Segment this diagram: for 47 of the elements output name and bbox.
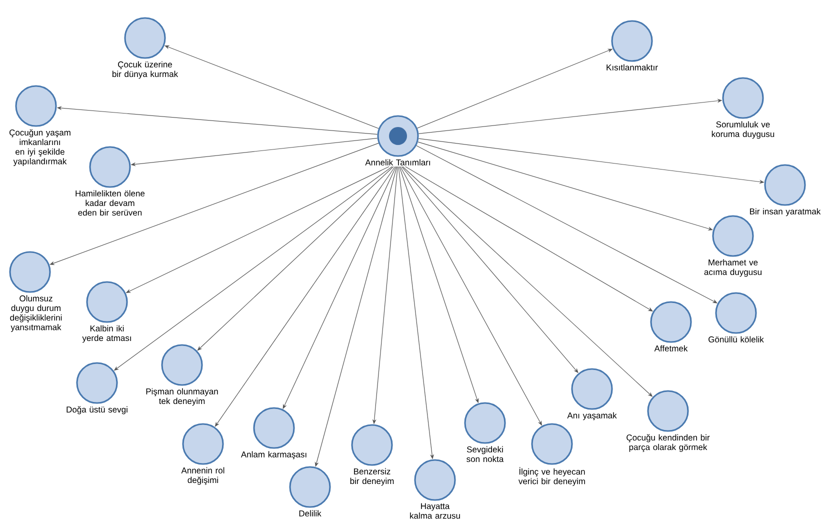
node-label: Delilik (299, 510, 322, 516)
circle-node: Kalbin iki yerde atması (82, 281, 131, 343)
node-label: Gönüllü kölelik (708, 336, 764, 342)
circle-node: Merhamet ve acıma duygusu (704, 215, 762, 277)
node-label: Sorumluluk ve koruma duygusu (712, 121, 774, 139)
circle-node: Çocuk üzerine bir dünya kurmak (112, 17, 178, 79)
arrow (50, 142, 379, 265)
node-label: Annenin rol değişimi (181, 467, 224, 485)
central-node: Annelik Tanımları (365, 115, 430, 166)
circle-node: Hayatta kalma arzusu (410, 459, 460, 519)
circle-node: Anı yaşamak (567, 368, 617, 420)
circle-node: Gönüllü kölelik (708, 292, 764, 342)
node-label: Annelik Tanımları (365, 159, 430, 166)
circle-node: Sorumluluk ve koruma duygusu (712, 77, 774, 139)
circle-node: Çocuğun yaşam imkanlarını en iyi şekilde yapılandırmak (10, 85, 70, 166)
node-label: Anı yaşamak (567, 412, 617, 420)
circle-node: Sevgideki son nokta (464, 402, 506, 462)
circle-node: Kısıtlanmaktır (606, 20, 658, 70)
circle-node: Çocuğu kendinden bir parça olarak görmek (626, 390, 710, 452)
circle-node: Doğa üstü sevgi (66, 362, 128, 414)
node-label: Merhamet ve acıma duygusu (704, 259, 762, 277)
node-label: Kalbin iki yerde atması (82, 325, 131, 343)
circle-node: Hamilelikten ölene kadar devam eden bir serüven (76, 146, 145, 216)
circle-node: Anlam karmaşası (240, 407, 306, 460)
node-label: Kısıtlanmaktır (606, 64, 658, 70)
node-label: Sevgideki son nokta (466, 446, 504, 462)
circle-node: Benzersiz bir deneyim (350, 424, 394, 486)
node-label: Çocuğun yaşam imkanlarını en iyi şekilde yapılandırmak (10, 129, 70, 166)
node-label: Çocuğu kendinden bir parça olarak görmek (626, 434, 710, 452)
node-label: İlginç ve heyecan verici bir deneyim (518, 467, 585, 486)
circle-node: İlginç ve heyecan verici bir deneyim (518, 423, 585, 486)
node-label: Çocuk üzerine bir dünya kurmak (112, 61, 178, 79)
node-label: Doğa üstü sevgi (66, 406, 128, 414)
node-label: Hayatta kalma arzusu (410, 503, 460, 519)
node-label: Anlam karmaşası (240, 451, 306, 460)
node-label: Olumsuz duygu durum değişikliklerini yansıtmamak (10, 295, 62, 332)
node-label: Pişman olunmayan tek deneyim (146, 388, 218, 406)
node-label: Hamilelikten ölene kadar devam eden bir serüven (76, 190, 145, 216)
circle-node: Olumsuz duygu durum değişikliklerini yansıtmamak (9, 251, 62, 332)
node-label: Bir insan yaratmak (750, 208, 821, 216)
circle-node: Annenin rol değişimi (181, 423, 224, 485)
node-label: Benzersiz bir deneyim (350, 468, 394, 486)
circle-node: Affetmek (650, 301, 692, 352)
node-label: Affetmek (654, 345, 688, 352)
circle-node: Delilik (289, 466, 331, 516)
circle-node: Bir insan yaratmak (750, 164, 821, 216)
circle-node: Pişman olunmayan tek deneyim (146, 344, 218, 406)
